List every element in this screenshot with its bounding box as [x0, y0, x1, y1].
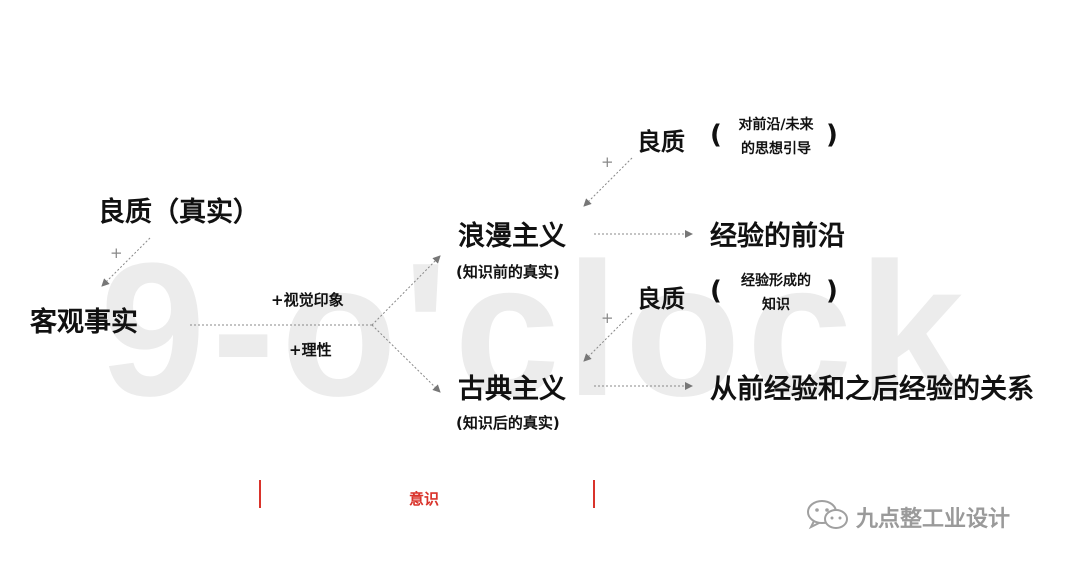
paren-close: ) — [826, 276, 838, 306]
paren-open: ( — [710, 276, 722, 306]
classicism-label: 古典主义 — [458, 374, 566, 405]
reason-label: +理性 — [289, 341, 332, 359]
romanticism-note: (知识前的真实) — [456, 263, 560, 281]
objective-fact-label: 客观事实 — [30, 307, 138, 338]
consciousness-left-bar — [259, 480, 261, 508]
quality-true-label: 良质（真实） — [98, 197, 260, 228]
consciousness-right-bar — [593, 480, 595, 508]
paren-open: ( — [710, 120, 722, 150]
brand-name: 九点整工业设计 — [856, 507, 1011, 532]
quality-top-label: 良质 — [637, 128, 685, 156]
wechat-icon — [806, 498, 850, 536]
arrow-quality-top-to-romanticism — [583, 157, 633, 207]
quality-mid-label: 良质 — [637, 285, 685, 313]
arrow-to-classicism — [371, 324, 441, 393]
plus-sign: + — [110, 244, 123, 262]
plus-sign: + — [601, 309, 614, 327]
visual-impression-label: +视觉印象 — [271, 291, 344, 309]
romanticism-label: 浪漫主义 — [458, 221, 566, 252]
brand: 九点整工业设计 — [806, 498, 1010, 536]
arrow-quality-to-fact — [101, 237, 151, 287]
relation-label: 从前经验和之后经验的关系 — [710, 374, 1034, 405]
frontier-label: 经验的前沿 — [710, 221, 845, 252]
arrow-quality-mid-to-classicism — [583, 312, 633, 362]
consciousness-label: 意识 — [409, 490, 440, 508]
arrow-to-romanticism — [371, 255, 441, 326]
quality-top-note: 对前沿/未来 的思想引导 — [738, 117, 814, 157]
classicism-note: (知识后的真实) — [456, 414, 560, 432]
plus-sign: + — [601, 153, 614, 171]
watermark: 9-o'clock — [100, 224, 971, 436]
paren-close: ) — [826, 120, 838, 150]
quality-mid-note: 经验形成的 知识 — [741, 273, 811, 313]
